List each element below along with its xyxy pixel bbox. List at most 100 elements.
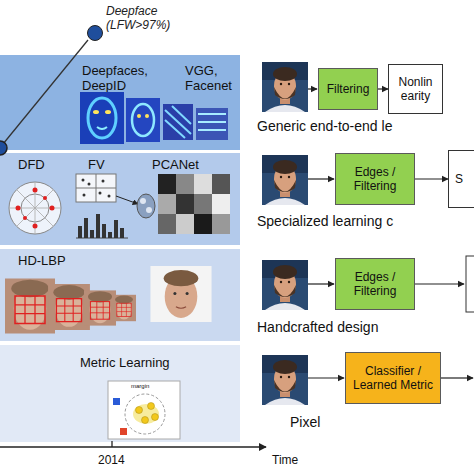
pcanet-filters (158, 174, 230, 234)
pcanet-filters-part (176, 194, 194, 214)
metric-illustration-part (120, 428, 127, 435)
feature-maps-part (145, 114, 149, 118)
timeline-leader-part (3, 40, 88, 144)
feature-maps (80, 92, 228, 144)
fv-illustration-part (78, 226, 82, 238)
feature-maps-part (198, 114, 226, 130)
feature-maps-part (88, 98, 116, 138)
input-photos-part (262, 355, 308, 405)
fv-illustration (76, 174, 155, 238)
milestone-circle: Deepface (LFW>97%) (87, 25, 103, 41)
pipeline-arrows-part (441, 377, 473, 378)
metric-illustration-part (125, 394, 165, 434)
metric-illustration (108, 381, 180, 439)
fv-illustration-part (84, 218, 88, 238)
era-band: DFD FV PCANet (0, 153, 240, 245)
metric-illustration-part (142, 417, 149, 424)
lbp-faces (5, 266, 212, 334)
fv-illustration-part (120, 228, 124, 238)
pcanet-filters-part (158, 214, 176, 234)
milestone-label: Deepface (LFW>97%) (106, 4, 178, 32)
flow-arrow (415, 178, 448, 179)
input-photos (262, 62, 308, 405)
fv-illustration-part (83, 194, 86, 197)
fv-illustration-part (108, 195, 111, 198)
input-photos-part (262, 62, 308, 112)
method-name: DFD (18, 157, 45, 172)
pcanet-filters-part (176, 174, 194, 194)
fv-illustration-part (76, 238, 128, 239)
dfd-illustration-part (23, 216, 27, 220)
pcanet-filters-part (158, 194, 176, 214)
axis-label: Time (272, 453, 298, 467)
method-name: Deepfaces, DeepID (82, 63, 157, 93)
time-axis-part (0, 446, 266, 447)
dfd-illustration-part (9, 182, 61, 234)
pcanet-filters-part (212, 214, 230, 234)
era-band: Metric Learning (0, 345, 240, 442)
fv-illustration-part (99, 192, 102, 195)
metric-illustration-part (113, 398, 120, 405)
lbp-faces-part (112, 295, 136, 321)
pcanet-filters-part (212, 194, 230, 214)
row-caption: Generic end-to-end le (257, 118, 392, 134)
method-name: Metric Learning (80, 355, 170, 370)
method-name: HD-LBP (18, 253, 66, 268)
flow-arrow (378, 88, 388, 89)
fv-illustration-part (90, 230, 94, 238)
box-label: Filtering (327, 82, 370, 96)
fv-illustration-part (114, 220, 118, 238)
fv-illustration-part (82, 179, 85, 182)
fv-illustration-part (146, 207, 152, 213)
box-label: Edges / Filtering (340, 165, 410, 193)
feature-maps-part (137, 114, 141, 118)
pcanet-filters-part (194, 214, 212, 234)
fv-illustration-part (108, 232, 112, 238)
fv-illustration-part (88, 183, 91, 186)
pcanet-filters-part (212, 174, 230, 194)
method-name: PCANet (152, 157, 199, 172)
metric-illustration-part (133, 404, 159, 424)
fv-illustration-part (102, 180, 105, 183)
process-box: S (448, 150, 474, 208)
pipeline-arrows-part (415, 283, 464, 284)
feature-maps-part (165, 106, 191, 138)
input-photos-part (262, 260, 308, 310)
process-box: Edges / Filtering (335, 258, 415, 310)
timeline-leader (0, 40, 88, 155)
row-caption: Specialized learning c (257, 213, 393, 229)
box-label: S (455, 172, 463, 186)
lbp-faces-part (84, 290, 116, 325)
metric-illustration-part (108, 381, 180, 439)
era-band: HD-LBP (0, 249, 240, 341)
feature-maps-part (196, 108, 228, 140)
dfd-illustration-part (16, 206, 21, 211)
pipeline-arrows-part (466, 256, 474, 312)
method-name: VGG, Facenet (185, 63, 235, 93)
process-box: Edges / Filtering (335, 153, 415, 205)
input-photos-part (262, 155, 308, 205)
dfd-illustration-part (33, 188, 38, 193)
row-caption: Pixel (290, 414, 320, 430)
method-name: FV (88, 157, 105, 172)
dfd-illustration-part (33, 224, 38, 229)
dfd-illustration-part (9, 182, 61, 234)
dfd-illustration-part (50, 206, 55, 211)
process-box: Filtering (318, 68, 378, 110)
time-axis-part (111, 441, 112, 447)
metric-illustration-part (148, 403, 155, 410)
feature-maps-part (80, 92, 124, 144)
era-band: Deepfaces, DeepID VGG, Facenet (0, 55, 240, 150)
pcanet-filters-part (194, 194, 212, 214)
metric-illustration-part (136, 407, 143, 414)
pipeline-arrows-part (308, 377, 344, 378)
pipeline-arrows-part (308, 88, 317, 89)
feature-maps-part (163, 104, 193, 140)
metric-illustration-part (152, 414, 159, 421)
dfd-illustration-part (43, 196, 47, 200)
fv-illustration-part (140, 198, 146, 204)
process-box: Nonlin earity (388, 64, 443, 114)
axis-label: 2014 (98, 453, 125, 467)
feature-maps-part (105, 110, 111, 114)
